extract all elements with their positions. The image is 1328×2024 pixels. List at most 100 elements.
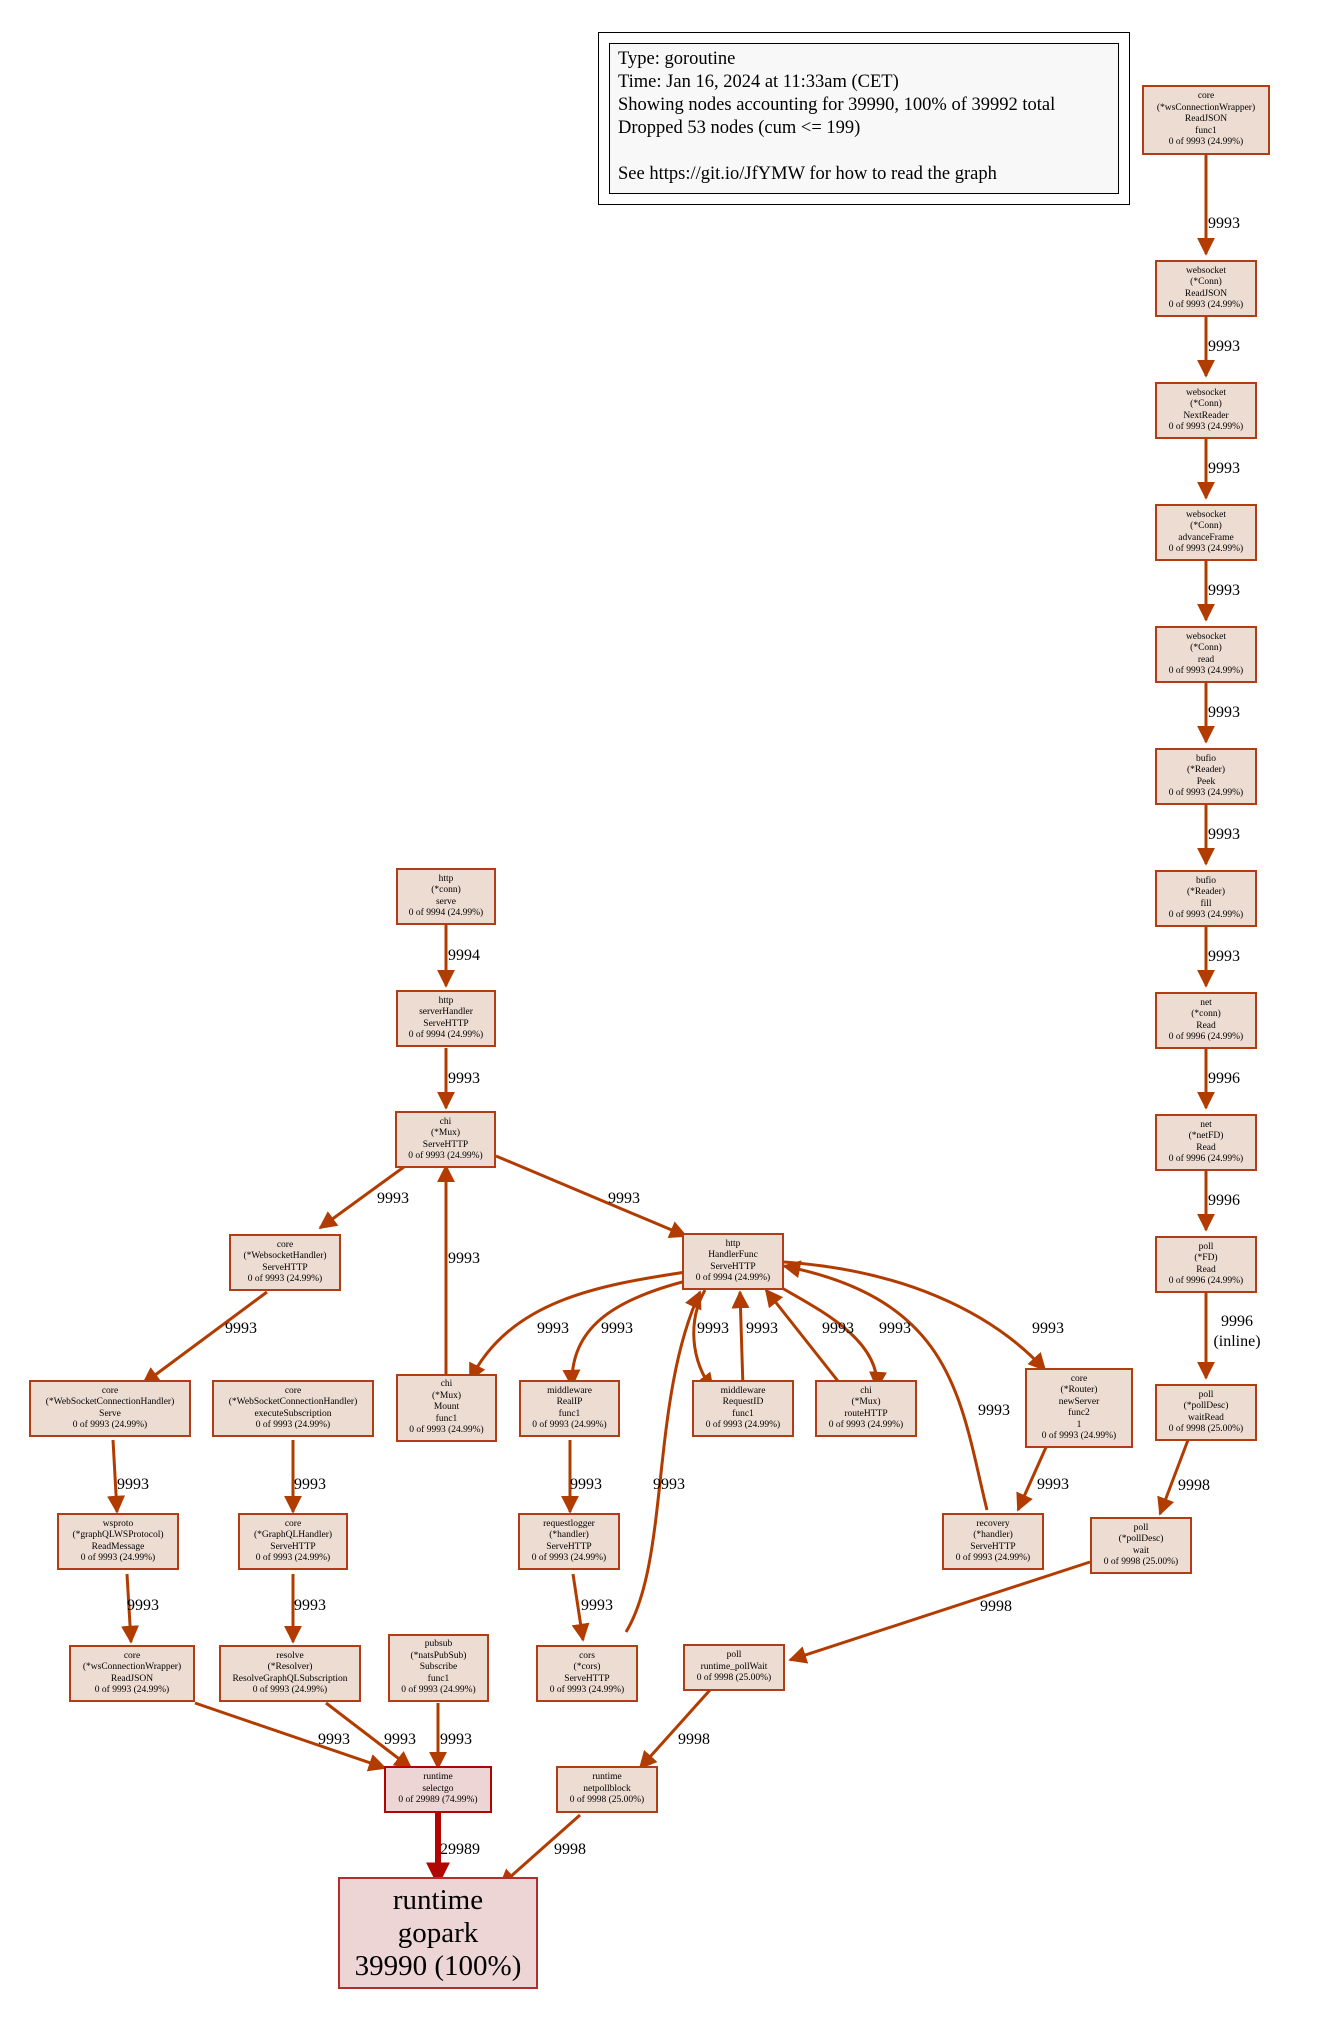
edge-label: 9993 xyxy=(440,1731,472,1748)
edge-label: 9993 xyxy=(1208,460,1240,477)
edge-label: 9993 xyxy=(384,1731,416,1748)
edge-label: 9993 xyxy=(653,1476,685,1493)
edge-label: 9993 xyxy=(1208,826,1240,843)
legend-help-link[interactable]: See https://git.io/JfYMW for how to read… xyxy=(618,164,997,184)
edge-label: 9993 xyxy=(117,1476,149,1493)
edge-label: 9998 xyxy=(554,1841,586,1858)
edge-label: 9998 xyxy=(980,1598,1012,1615)
edge-label: 9993 xyxy=(1032,1320,1064,1337)
edge xyxy=(498,1813,581,1888)
edge-label: 9993 xyxy=(1208,704,1240,721)
edge-label: 9993 xyxy=(294,1476,326,1493)
edge xyxy=(638,1688,712,1770)
edge-label: 9994 xyxy=(448,947,480,964)
edge-label: 9993 xyxy=(377,1190,409,1207)
edge-label: 29989 xyxy=(440,1841,480,1858)
edge-label: 9993 xyxy=(1208,948,1240,965)
edge xyxy=(141,1290,268,1386)
legend-dropped: Dropped 53 nodes (cum <= 199) xyxy=(618,118,861,138)
edge xyxy=(495,1154,688,1239)
edge-label: 9993 xyxy=(1037,1476,1069,1493)
edge xyxy=(692,1289,715,1392)
edge-label: 9993 xyxy=(448,1250,480,1267)
edge xyxy=(562,1278,691,1388)
edge xyxy=(1157,1439,1190,1516)
edge-label-inline: 9996 (inline) xyxy=(1213,1313,1261,1350)
edge-label: 9993 xyxy=(1208,338,1240,355)
edge-label: 9996 xyxy=(1208,1192,1240,1209)
edge-label: 9993 xyxy=(1208,582,1240,599)
edge-label: 9993 xyxy=(537,1320,569,1337)
edge xyxy=(325,1701,413,1770)
edge-label: 9993 xyxy=(570,1476,602,1493)
edge xyxy=(783,1260,1047,1372)
edge-label: 9993 xyxy=(448,1070,480,1087)
edge xyxy=(782,1260,989,1511)
edge-label: 9993 xyxy=(581,1597,613,1614)
edge xyxy=(1016,1435,1053,1512)
edge-label: 9998 xyxy=(678,1731,710,1748)
node-ws-conn-handler-exec[interactable]: core(*WebSocketConnectionHandler)execute… xyxy=(212,1380,374,1437)
edge-label: 9998 xyxy=(1178,1477,1210,1494)
edge-label: 9993 xyxy=(822,1320,854,1337)
legend-time: Time: Jan 16, 2024 at 11:33am (CET) xyxy=(618,72,899,92)
edge xyxy=(764,1288,847,1391)
edge-label: 9993 xyxy=(879,1320,911,1337)
edge-label: 9993 xyxy=(697,1320,729,1337)
graph-legend: Type: goroutine Time: Jan 16, 2024 at 11… xyxy=(598,32,1130,205)
edge-label: 9993 xyxy=(294,1597,326,1614)
edge xyxy=(121,1573,140,1644)
edge-label: 9993 xyxy=(127,1597,159,1614)
edge xyxy=(107,1439,126,1514)
legend-box: Type: goroutine Time: Jan 16, 2024 at 11… xyxy=(609,43,1119,194)
edge xyxy=(571,1573,590,1642)
edge-label: 9993 xyxy=(1208,215,1240,232)
edge xyxy=(788,1560,1091,1664)
edge-label: 9993 xyxy=(601,1320,633,1337)
edge xyxy=(731,1290,750,1389)
edge-label: 9993 xyxy=(225,1320,257,1337)
edge xyxy=(781,1286,887,1390)
edge-label: 9993 xyxy=(978,1402,1010,1419)
edge-label: 9993 xyxy=(318,1731,350,1748)
edge xyxy=(624,1290,702,1633)
edge-label: 9996 xyxy=(1208,1070,1240,1087)
edge-label: 9993 xyxy=(746,1320,778,1337)
node-resolver[interactable]: resolve(*Resolver)ResolveGraphQLSubscrip… xyxy=(219,1645,361,1702)
